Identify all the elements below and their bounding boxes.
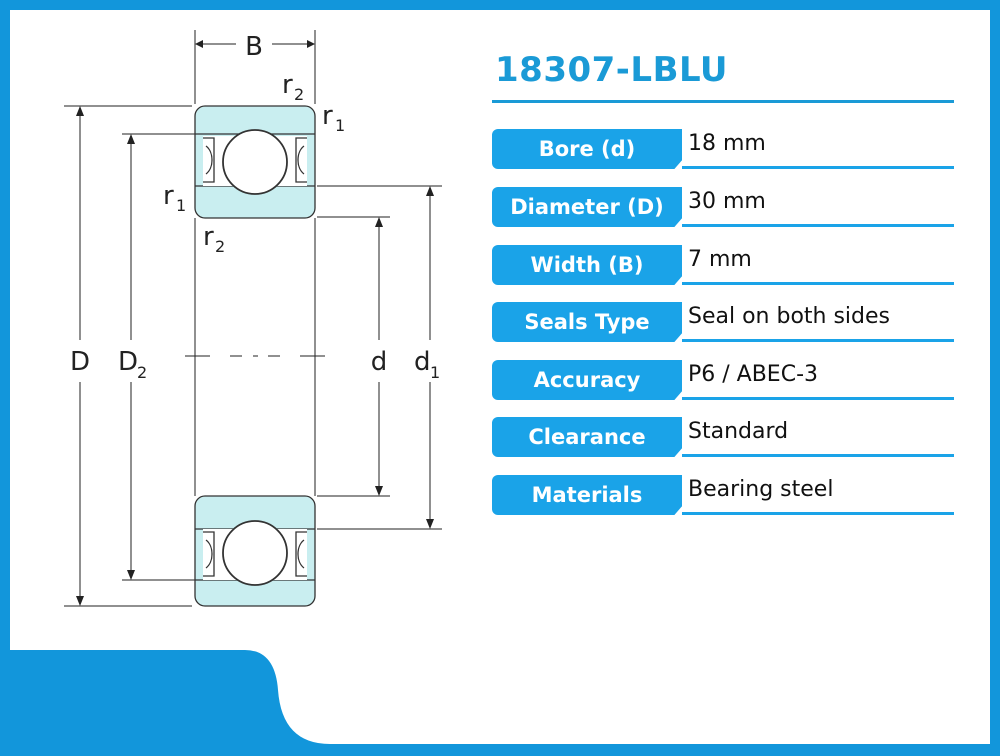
spec-value-bore: 18 mm — [688, 131, 766, 156]
label-r2-left-sub: 2 — [215, 237, 225, 256]
label-d2: D — [118, 347, 138, 377]
dimension-lines — [64, 30, 442, 607]
spec-label-clearance: Clearance — [492, 417, 682, 457]
bearing-section-top — [194, 105, 316, 219]
label-d1-sub: 1 — [430, 363, 440, 382]
spec-row-width: Width (B) 7 mm — [492, 245, 954, 285]
product-title: 18307-LBLU — [495, 50, 729, 90]
spec-label-accuracy: Accuracy — [492, 360, 682, 400]
spec-value-diameter: 30 mm — [688, 189, 766, 214]
spec-underline — [682, 454, 954, 457]
label-d2-sub: 2 — [137, 363, 147, 382]
spec-value-accuracy: P6 / ABEC-3 — [688, 362, 819, 387]
label-r1-left: r — [163, 181, 174, 211]
bearing-section-bottom — [194, 495, 316, 607]
spec-row-seals-type: Seals Type Seal on both sides — [492, 302, 954, 342]
spec-underline — [682, 166, 954, 169]
spec-row-materials: Materials Bearing steel — [492, 475, 954, 515]
spec-value-clearance: Standard — [688, 419, 789, 444]
spec-label-diameter: Diameter (D) — [492, 187, 682, 227]
spec-underline — [682, 512, 954, 515]
right-frame-bar — [990, 0, 1000, 756]
label-outer-diameter: D — [70, 347, 90, 377]
spec-label-width: Width (B) — [492, 245, 682, 285]
dimension-arrowheads — [76, 40, 434, 606]
label-bore: d — [371, 347, 388, 377]
label-r1-top: r — [322, 101, 333, 131]
spec-underline — [682, 282, 954, 285]
spec-value-seals-type: Seal on both sides — [688, 304, 891, 329]
spec-row-clearance: Clearance Standard — [492, 417, 954, 457]
spec-label-materials: Materials — [492, 475, 682, 515]
spec-value-width: 7 mm — [688, 247, 752, 272]
spec-value-materials: Bearing steel — [688, 477, 834, 502]
spec-label-seals-type: Seals Type — [492, 302, 682, 342]
label-r2-top: r — [282, 70, 293, 100]
spec-row-accuracy: Accuracy P6 / ABEC-3 — [492, 360, 954, 400]
spec-label-bore: Bore (d) — [492, 129, 682, 169]
label-r2-top-sub: 2 — [294, 85, 304, 104]
label-d1: d — [414, 347, 431, 377]
spec-row-diameter: Diameter (D) 30 mm — [492, 187, 954, 227]
title-underline — [492, 100, 954, 103]
spec-row-bore: Bore (d) 18 mm — [492, 129, 954, 169]
spec-underline — [682, 397, 954, 400]
label-r1-left-sub: 1 — [176, 196, 186, 215]
top-frame-bar — [0, 0, 1000, 10]
label-r2-left: r — [203, 222, 214, 252]
left-frame-bar — [0, 0, 10, 756]
spec-underline — [682, 339, 954, 342]
label-r1-top-sub: 1 — [335, 116, 345, 135]
spec-underline — [682, 224, 954, 227]
diagram-labels: B r 2 r 1 r 1 r 2 D D 2 d d 1 — [70, 32, 440, 382]
label-b: B — [245, 32, 263, 62]
